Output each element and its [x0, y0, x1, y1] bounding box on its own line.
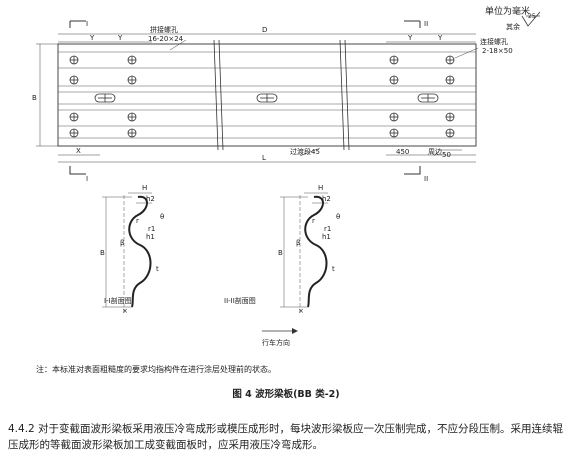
left-h2: h2 [146, 195, 155, 203]
left-r: r [136, 217, 139, 225]
connect-holes-spec: 2-18×50 [482, 47, 513, 55]
section-right-profile [304, 195, 328, 308]
left-t: t [156, 265, 159, 273]
note-text: 注：本标准对表面粗糙度的要求均指构件在进行涂层处理前的状态。 [36, 365, 276, 374]
left-theta: θ [160, 213, 164, 221]
right-theta: θ [336, 213, 340, 221]
roughness-label: 其余 [506, 23, 520, 31]
left-h: H [142, 184, 147, 192]
cross-sections: H h2 θ r r1 h1 B β t × H h2 θ r r1 h1 B … [100, 184, 340, 347]
dim-x: X [76, 147, 81, 155]
dim-450: 450 [396, 148, 409, 156]
dim-d: D [262, 26, 267, 34]
left-r1: r1 [148, 225, 155, 233]
dim-b: B [32, 94, 37, 102]
figure-caption: 图 4 波形梁板(BB 类-2) [232, 389, 340, 400]
right-x-mark: × [298, 307, 304, 315]
unit-note: 单位为毫米 [485, 7, 531, 17]
section-mark-top-right: II [424, 20, 428, 28]
left-h1: h1 [146, 233, 155, 241]
right-r1: r1 [324, 225, 331, 233]
right-b: B [278, 249, 283, 257]
right-section-caption: II-II剖面图 [224, 296, 256, 305]
roughness-value: 25 [528, 13, 536, 20]
left-section-caption: I-I剖面图 [104, 296, 132, 305]
right-h: H [318, 184, 323, 192]
beam-plate-drawing: I II I II 拼接螺孔 16-20×24 连接螺孔 2-18×50 D Y… [32, 20, 513, 183]
connect-holes-label: 连接螺孔 [480, 37, 508, 46]
right-t: t [332, 265, 335, 273]
dim-y4: Y [437, 34, 443, 42]
edge-label: 周边 [428, 147, 442, 156]
left-b: B [100, 249, 105, 257]
section-mark-top-left: I [86, 20, 88, 28]
section-mark-bottom-left: I [86, 175, 88, 183]
right-h2: h2 [322, 195, 331, 203]
roughness-symbol-icon [521, 11, 541, 27]
right-h1: h1 [322, 233, 331, 241]
section-mark-bottom-right: II [424, 175, 428, 183]
transition-label: 过渡段45 [290, 147, 320, 156]
dim-y3: Y [407, 34, 413, 42]
splice-holes-label: 拼接螺孔 [150, 25, 178, 34]
body-paragraph: 4.4.2 对于变截面波形梁板采用液压冷弯成形或模压成形时，每块波形梁板应一次压… [8, 423, 564, 451]
dim-y2: Y [117, 34, 123, 42]
hole-icon [69, 55, 79, 65]
edge-value: 50 [442, 151, 451, 159]
splice-holes-spec: 16-20×24 [148, 35, 184, 43]
section-left-profile [128, 195, 152, 308]
left-x-mark: × [122, 307, 128, 315]
left-beta: β [120, 239, 124, 247]
dim-y1: Y [89, 34, 95, 42]
direction-label: 行车方向 [262, 338, 290, 347]
right-beta: β [296, 239, 300, 247]
dim-l: L [262, 154, 266, 162]
right-r: r [312, 217, 315, 225]
